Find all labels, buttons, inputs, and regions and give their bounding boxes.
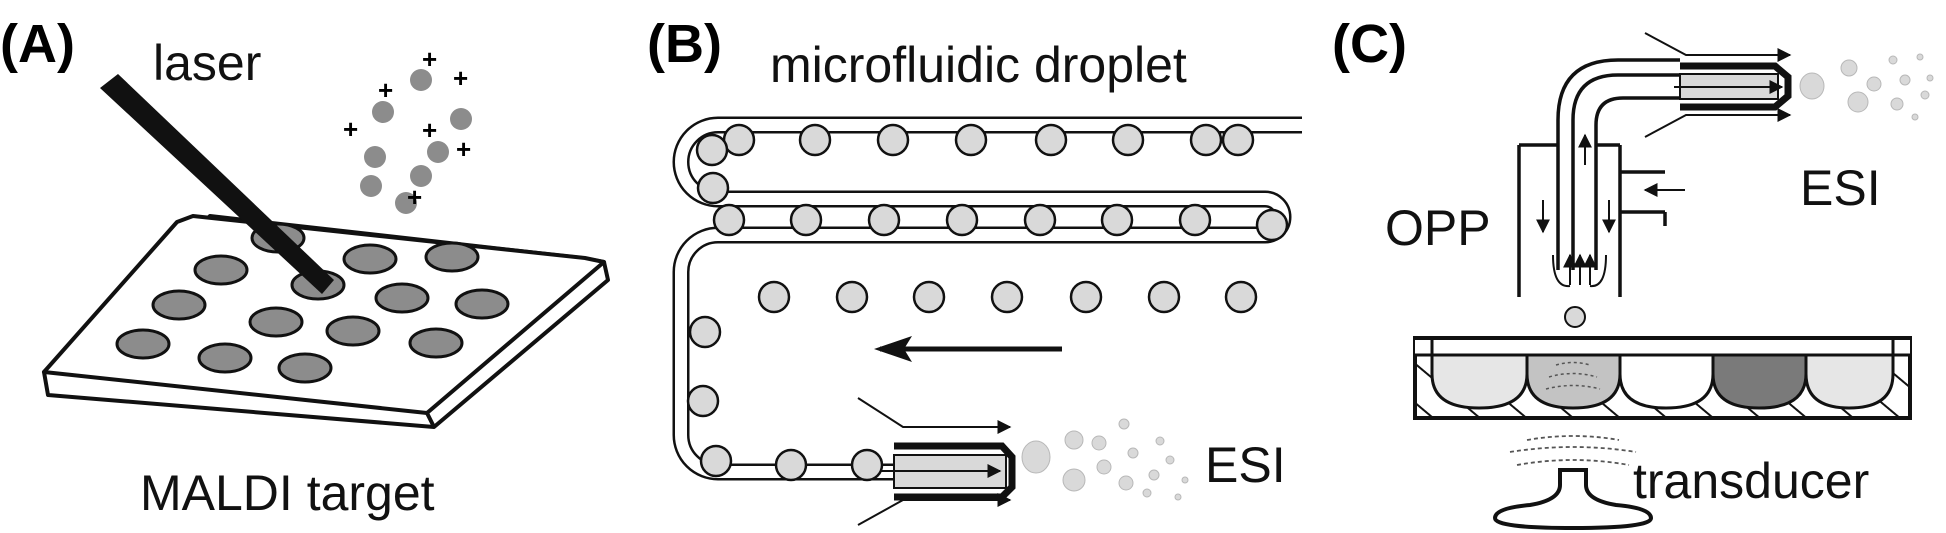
open-port-probe: [1517, 58, 1680, 297]
desorbed-ions: [360, 69, 472, 214]
well-active: [1525, 353, 1622, 410]
svg-text:+: +: [422, 115, 437, 145]
panel-b: (B) microfluidic droplet: [647, 14, 1302, 526]
ejected-droplet: [1564, 306, 1586, 328]
well: [1430, 353, 1529, 410]
flow-arrowhead: [874, 336, 912, 362]
panel-c-letter: (C): [1332, 14, 1407, 74]
panel-b-letter: (B): [647, 14, 722, 74]
svg-text:+: +: [422, 44, 437, 74]
sample-spot: [408, 327, 464, 359]
sample-spot: [115, 328, 171, 360]
sample-spot: [325, 315, 381, 347]
sample-spot: [454, 288, 510, 320]
well-plate: [1413, 336, 1912, 420]
sample-spot: [424, 241, 480, 273]
sample-spot: [277, 352, 333, 384]
sample-spot: [193, 254, 249, 286]
ion-charges: + + + + + + +: [343, 44, 471, 212]
svg-text:+: +: [343, 114, 358, 144]
panel-c: (C): [1332, 14, 1934, 531]
opp-label: OPP: [1385, 200, 1491, 256]
well: [1804, 353, 1895, 410]
esi-emitter-b: [857, 397, 1016, 526]
esi-label-b: ESI: [1205, 437, 1286, 493]
sample-spots: [115, 222, 510, 384]
transducer: [1492, 468, 1654, 531]
laser-beam: [100, 74, 334, 294]
droplets: [686, 123, 1289, 482]
panel-a: (A) laser: [0, 14, 610, 521]
acoustic-waves: [1509, 435, 1637, 466]
sample-spot: [374, 282, 430, 314]
well: [1618, 353, 1715, 410]
maldi-target-label: MALDI target: [140, 465, 435, 521]
sample-spot: [248, 306, 304, 338]
sample-spot: [197, 342, 253, 374]
well: [1711, 353, 1808, 410]
microfluidic-droplet-title: microfluidic droplet: [770, 37, 1187, 93]
esi-spray-b: [1021, 418, 1189, 501]
acoustic-focus-lines: [1545, 361, 1601, 390]
sample-spot: [151, 289, 207, 321]
svg-text:+: +: [456, 134, 471, 164]
probe-flow-arrows: [1536, 133, 1685, 288]
esi-spray-c: [1799, 53, 1934, 121]
esi-label-c: ESI: [1800, 160, 1881, 216]
sample-spot: [342, 243, 398, 275]
panel-a-letter: (A): [0, 14, 75, 74]
transducer-label: transducer: [1633, 453, 1869, 509]
laser-label: laser: [153, 35, 261, 91]
maldi-target-plate: [42, 214, 610, 429]
svg-text:+: +: [407, 182, 422, 212]
svg-text:+: +: [453, 63, 468, 93]
esi-emitter-c: [1644, 32, 1792, 138]
svg-text:+: +: [378, 75, 393, 105]
